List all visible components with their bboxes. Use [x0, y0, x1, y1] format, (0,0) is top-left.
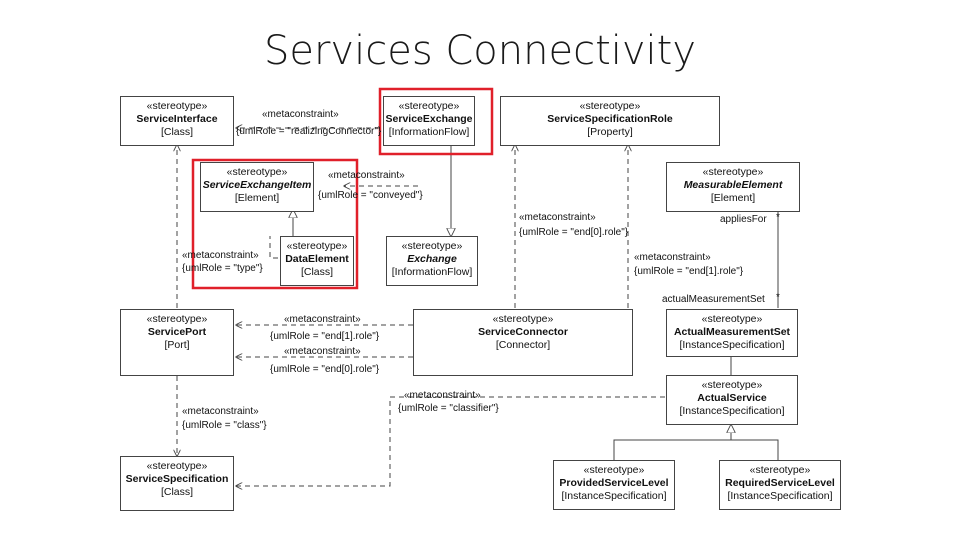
box-meta: [Class]: [300, 266, 334, 278]
metaconstraint-label: «metaconstraint»: [182, 250, 259, 261]
metaconstraint-label: «metaconstraint»: [328, 170, 405, 181]
box-meta: [Class]: [160, 486, 194, 498]
constraint-end1-role: {umlRole = "end[1].role"}: [634, 266, 744, 277]
actual-measurement-set-box: «stereotype» ActualMeasurementSet [Insta…: [666, 309, 798, 357]
metaconstraint-label: «metaconstraint»: [404, 390, 481, 401]
actual-service-box: «stereotype» ActualService [InstanceSpec…: [666, 375, 798, 425]
stereotype-label: «stereotype»: [579, 100, 641, 112]
stereotype-label: «stereotype»: [286, 240, 348, 252]
box-name: ServiceSpecificationRole: [547, 113, 673, 125]
constraint-end0-role: {umlRole = "end[0].role"}: [519, 227, 629, 238]
metaconstraint-label: «metaconstraint»: [182, 406, 259, 417]
constraint-end0-role: {umlRole = "end[0].role"}: [270, 364, 380, 375]
slide-title: Services Connectivity: [263, 28, 697, 74]
stereotype-label: «stereotype»: [492, 313, 554, 325]
box-meta: [Connector]: [495, 339, 551, 351]
box-meta: [Element]: [234, 192, 280, 204]
box-name: ServiceExchangeItem: [202, 179, 312, 191]
metaconstraint-label: «metaconstraint»: [284, 346, 361, 357]
service-connector-box: «stereotype» ServiceConnector [Connector…: [413, 309, 633, 376]
constraint-end1-role: {umlRole = "end[1].role"}: [270, 331, 380, 342]
actual-measurement-set-label: actualMeasurementSet: [662, 294, 765, 305]
service-specification-role-box: «stereotype» ServiceSpecificationRole [P…: [500, 96, 720, 146]
constraint-class: {umlRole = "class"}: [182, 420, 267, 431]
box-meta: [Property]: [587, 126, 633, 138]
stereotype-label: «stereotype»: [146, 460, 208, 472]
box-name: ServiceConnector: [478, 326, 568, 338]
box-name: ServicePort: [147, 326, 207, 338]
box-name: ActualMeasurementSet: [673, 326, 791, 338]
required-service-level-box: «stereotype» RequiredServiceLevel [Insta…: [719, 460, 841, 510]
box-meta: [InformationFlow]: [388, 126, 470, 138]
box-name: Exchange: [407, 253, 457, 265]
constraint-type: {umlRole = "type"}: [182, 263, 263, 274]
service-exchange-item-box: «stereotype» ServiceExchangeItem [Elemen…: [200, 162, 314, 212]
constraint-conveyed: {umlRole = "conveyed"}: [318, 190, 423, 201]
metaconstraint-label: «metaconstraint»: [634, 252, 711, 263]
stereotype-label: «stereotype»: [146, 313, 208, 325]
metaconstraint-label: «metaconstraint»: [284, 314, 361, 325]
metaconstraint-label: «metaconstraint»: [262, 109, 339, 120]
box-name: ProvidedServiceLevel: [559, 477, 669, 489]
box-meta: [InstanceSpecification]: [679, 339, 785, 351]
box-meta: [InformationFlow]: [391, 266, 473, 278]
constraint-classifier: {umlRole = "classifier"}: [398, 403, 499, 414]
box-meta: [Port]: [164, 339, 190, 351]
box-meta: [InstanceSpecification]: [727, 490, 833, 502]
applies-for-label: appliesFor: [720, 214, 767, 225]
stereotype-label: «stereotype»: [226, 166, 288, 178]
box-name: ServiceInterface: [136, 113, 218, 125]
box-meta: [InstanceSpecification]: [679, 405, 785, 417]
stereotype-label: «stereotype»: [398, 100, 460, 112]
provided-service-level-box: «stereotype» ProvidedServiceLevel [Insta…: [553, 460, 675, 510]
multiplicity-star: *: [776, 292, 780, 303]
box-name: ServiceSpecification: [125, 473, 229, 485]
box-meta: [Element]: [710, 192, 756, 204]
service-interface-box: «stereotype» ServiceInterface [Class]: [120, 96, 234, 146]
measurable-element-box: «stereotype» MeasurableElement [Element]: [666, 162, 800, 212]
stereotype-label: «stereotype»: [702, 166, 764, 178]
stereotype-label: «stereotype»: [401, 240, 463, 252]
box-meta: [Class]: [160, 126, 194, 138]
metaconstraint-label: «metaconstraint»: [519, 212, 596, 223]
stereotype-label: «stereotype»: [583, 464, 645, 476]
stereotype-label: «stereotype»: [146, 100, 208, 112]
exchange-box: «stereotype» Exchange [InformationFlow]: [386, 236, 478, 286]
constraint-realizing-connector: {umlRole = "realizingConnector"}: [236, 126, 382, 137]
stereotype-label: «stereotype»: [701, 379, 763, 391]
box-name: MeasurableElement: [683, 179, 783, 191]
box-name: RequiredServiceLevel: [725, 477, 835, 489]
stereotype-label: «stereotype»: [749, 464, 811, 476]
box-meta: [InstanceSpecification]: [561, 490, 667, 502]
box-name: ActualService: [697, 392, 767, 404]
service-exchange-box: «stereotype» ServiceExchange [Informatio…: [383, 96, 475, 146]
service-port-box: «stereotype» ServicePort [Port]: [120, 309, 234, 376]
box-name: ServiceExchange: [385, 113, 473, 125]
data-element-box: «stereotype» DataElement [Class]: [280, 236, 354, 286]
service-specification-box: «stereotype» ServiceSpecification [Class…: [120, 456, 234, 511]
multiplicity-star: *: [776, 212, 780, 223]
stereotype-label: «stereotype»: [701, 313, 763, 325]
box-name: DataElement: [285, 253, 349, 265]
